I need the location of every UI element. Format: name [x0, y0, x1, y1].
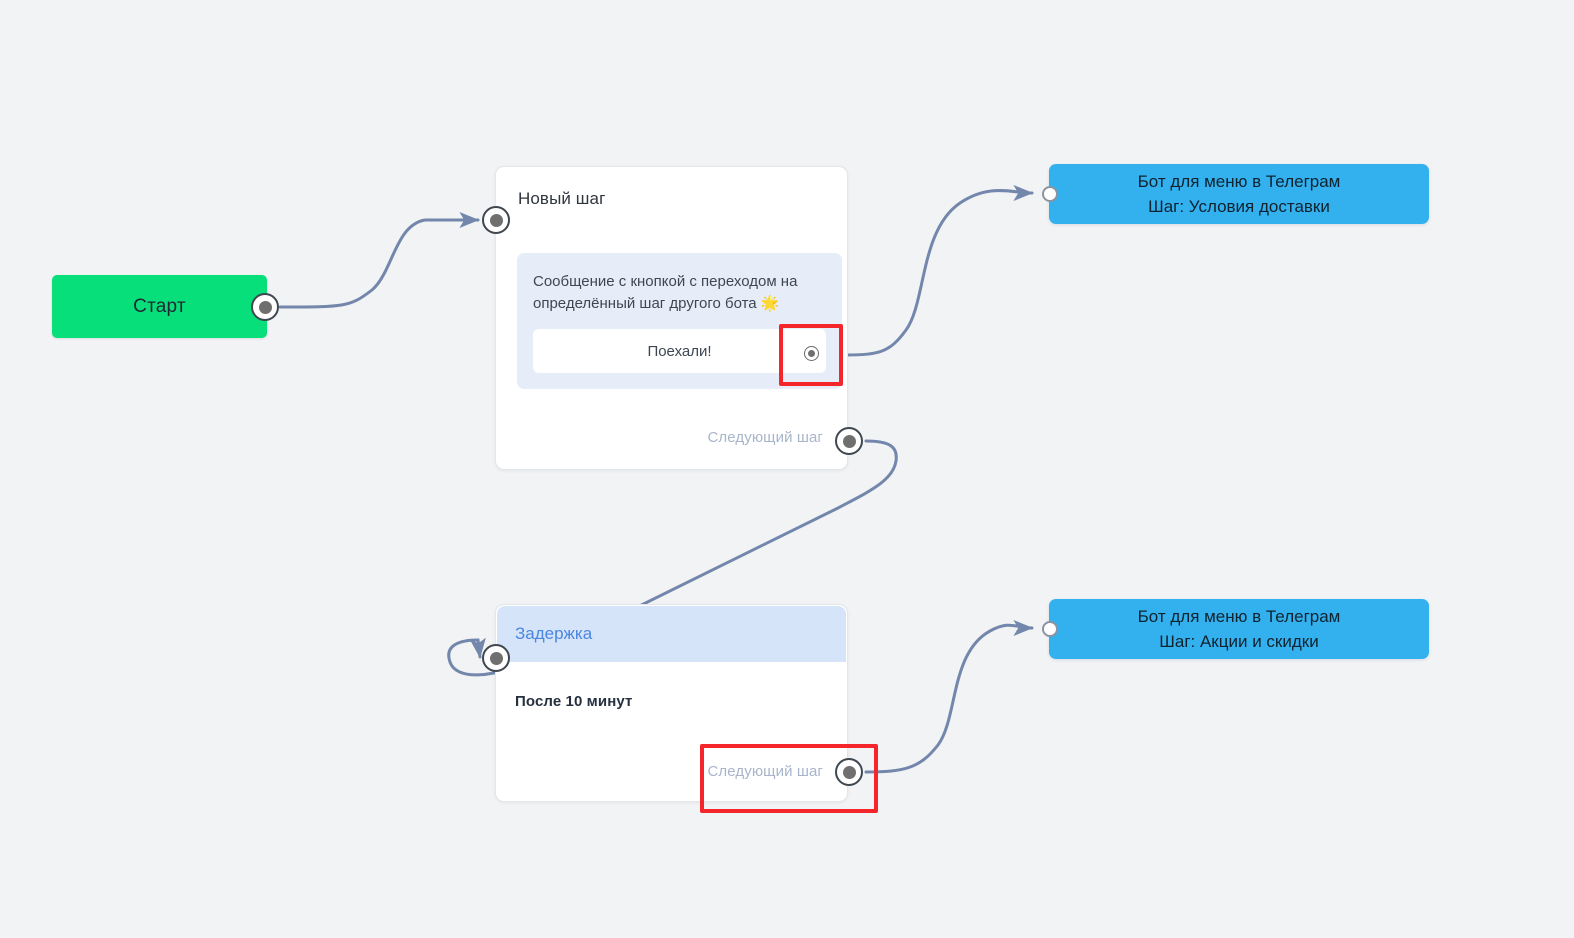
node-start[interactable]: Старт: [52, 275, 267, 338]
step-message-bubble[interactable]: Сообщение с кнопкой с переходом на опред…: [517, 253, 842, 389]
bot-delivery-line2: Шаг: Условия доставки: [1148, 197, 1330, 216]
delay-card-header: Задержка: [497, 606, 846, 662]
step-card-title: Новый шаг: [518, 189, 606, 208]
bot-delivery-input-handle[interactable]: [1042, 186, 1058, 202]
step-button-output-handle[interactable]: [804, 346, 819, 361]
node-bot-delivery[interactable]: Бот для меню в Телеграм Шаг: Условия дос…: [1049, 164, 1429, 224]
step-next-step-handle[interactable]: [835, 427, 863, 455]
bot-promo-input-handle[interactable]: [1042, 621, 1058, 637]
bot-promo-line1: Бот для меню в Телеграм: [1137, 607, 1341, 626]
step-next-step-label: Следующий шаг: [707, 429, 823, 446]
delay-card-body-text: После 10 минут: [515, 693, 633, 710]
step-next-step-row[interactable]: Следующий шаг: [707, 429, 823, 446]
start-output-handle[interactable]: [251, 293, 279, 321]
step-input-handle[interactable]: [482, 206, 510, 234]
delay-next-step-handle[interactable]: [835, 758, 863, 786]
start-node-label: Старт: [133, 295, 186, 317]
node-new-step[interactable]: Новый шаг Сообщение с кнопкой с переходо…: [495, 166, 848, 470]
bot-delivery-line1: Бот для меню в Телеграм: [1137, 172, 1341, 191]
bot-promo-line2: Шаг: Акции и скидки: [1159, 632, 1319, 651]
step-message-text: Сообщение с кнопкой с переходом на опред…: [533, 273, 798, 312]
node-bot-promo[interactable]: Бот для меню в Телеграм Шаг: Акции и ски…: [1049, 599, 1429, 659]
delay-next-step-label: Следующий шаг: [707, 763, 823, 780]
delay-input-handle[interactable]: [482, 644, 510, 672]
edge-start-to-step: [278, 211, 480, 309]
edge-delay-to-bot-promo: [864, 619, 1034, 774]
node-delay[interactable]: Задержка После 10 минут Следующий шаг: [495, 604, 848, 802]
delay-card-header-label: Задержка: [515, 624, 593, 643]
edge-button-to-bot-delivery: [843, 184, 1034, 357]
delay-next-step-row[interactable]: Следующий шаг: [707, 763, 823, 780]
step-message-button-label: Поехали!: [647, 342, 712, 360]
step-message-button[interactable]: Поехали!: [533, 329, 826, 373]
